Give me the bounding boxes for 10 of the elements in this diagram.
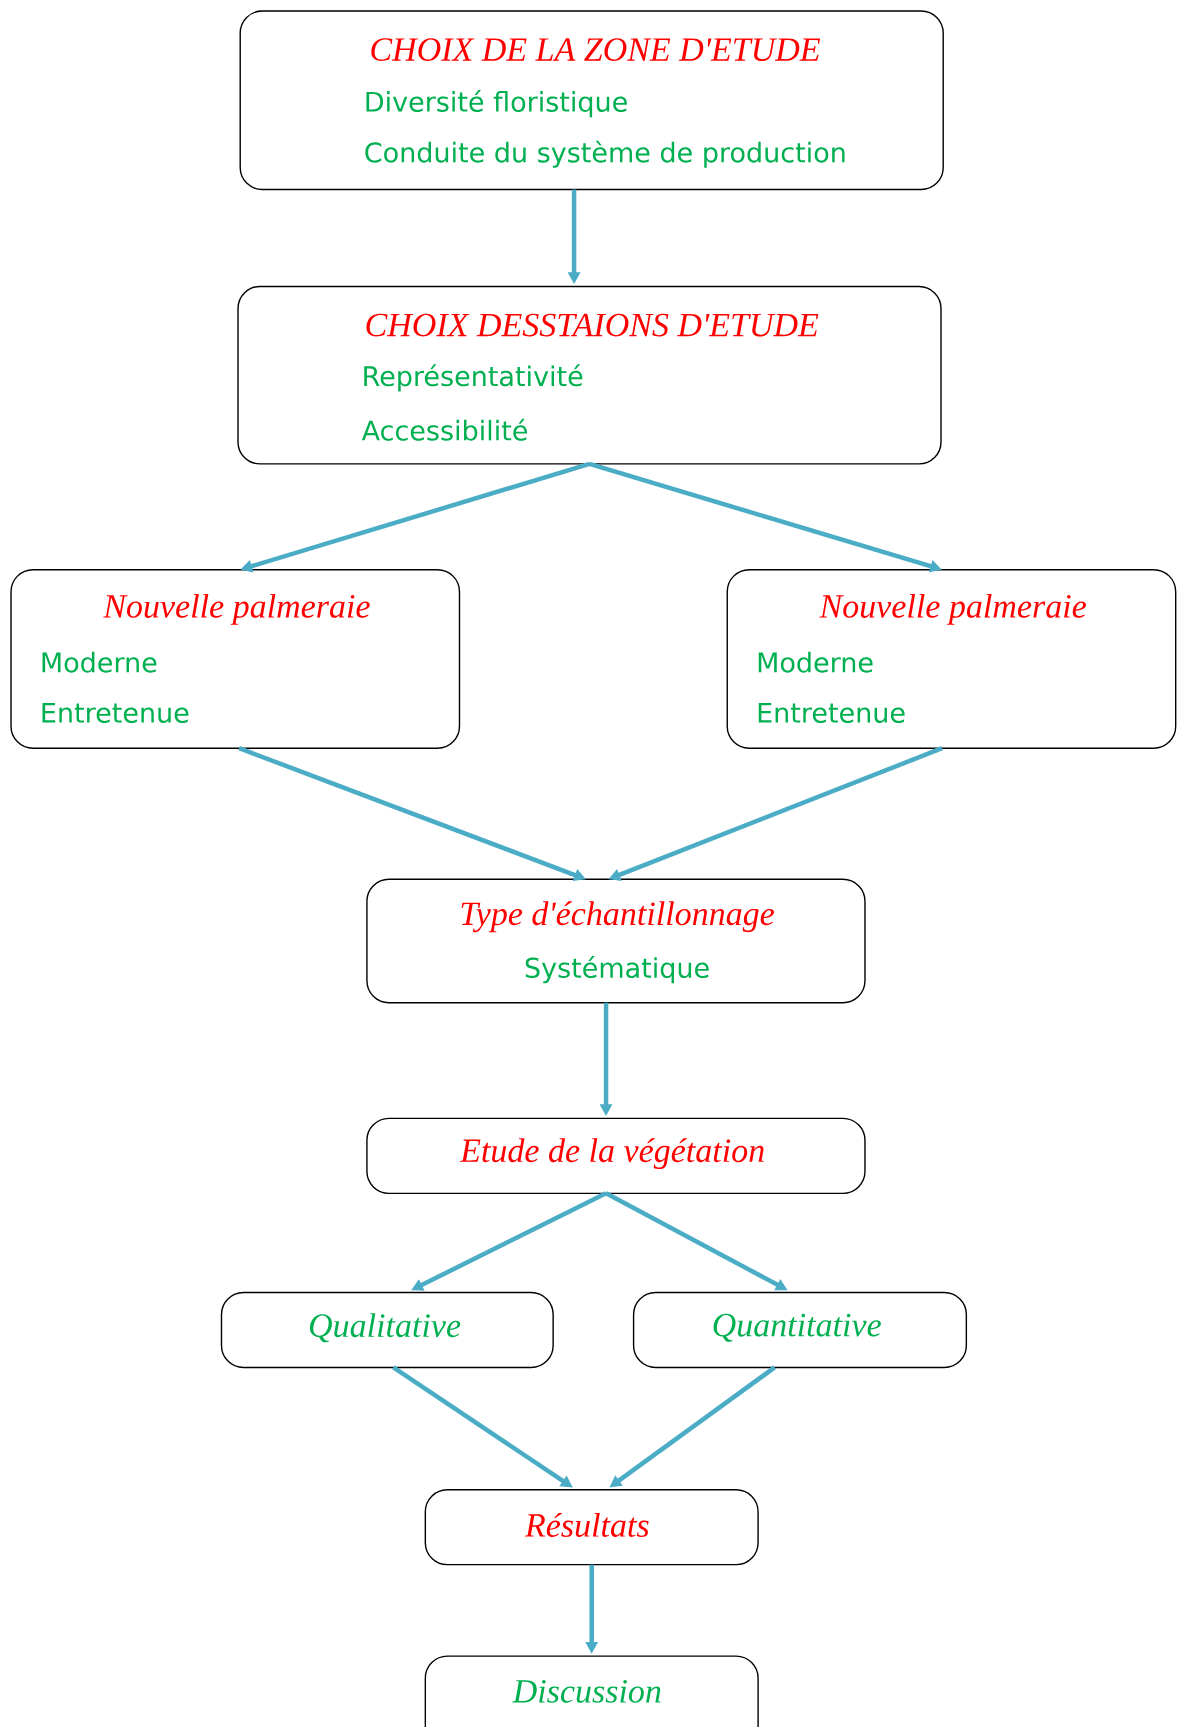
process-box: Nouvelle palmeraie Moderne Entretenue [10,568,461,749]
process-box: Nouvelle palmeraie Moderne Entretenue [726,568,1177,749]
process-box: Type d'échantillonnage Systématique [366,878,866,1004]
process-box: Etude de la végétation [366,1117,866,1195]
process-box: Résultats [424,1489,759,1566]
process-box: Discussion [424,1655,759,1727]
process-box: Qualitative [220,1291,554,1369]
process-box: CHOIX DE LA ZONE D'ETUDE Diversité floristique Conduite du système de production [239,10,944,191]
process-box: Quantitative [632,1291,968,1369]
process-box: CHOIX DESSTAIONS D'ETUDE Représentativité Accessibilité [237,285,942,465]
